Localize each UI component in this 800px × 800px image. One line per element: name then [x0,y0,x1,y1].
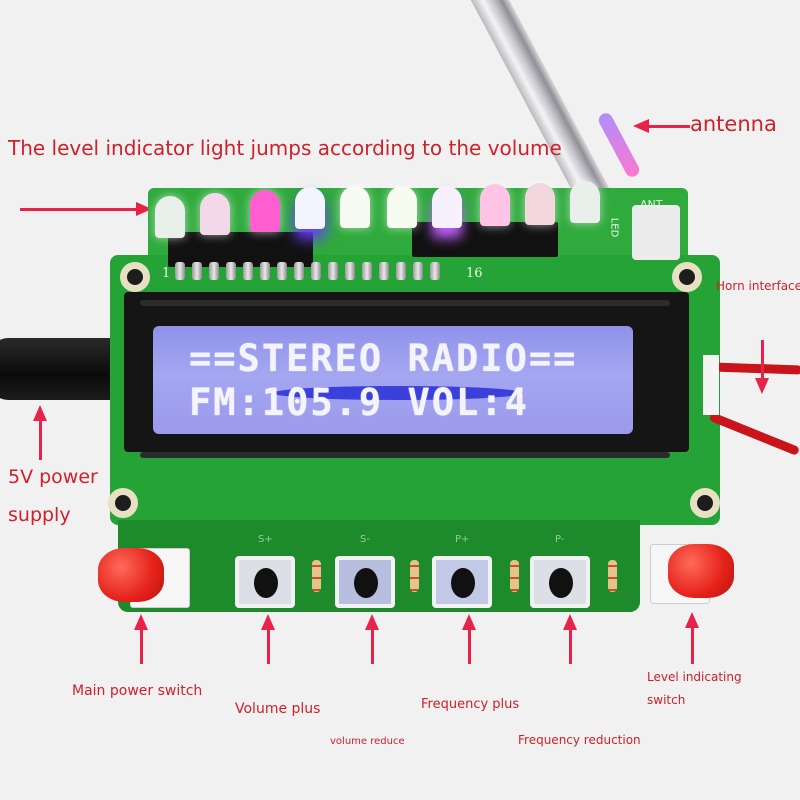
resistor [410,560,419,592]
level-led-6 [387,186,417,228]
level-led-10 [570,181,600,223]
silk-s-minus: S- [360,534,370,545]
level-led-1 [155,196,185,238]
arrow-frequency-plus [468,628,471,664]
arrow-power-supply [39,420,42,460]
button-knob [451,568,475,598]
level-led-3 [250,190,280,232]
arrow-head-icon [563,614,577,630]
arrow-volume-plus [267,628,270,664]
callout-level-switch-line2: switch [647,693,686,707]
silk-p-plus: P+ [455,534,470,545]
speaker-wire [708,412,800,456]
silk-ant: ANT [640,198,663,211]
antenna-pad [632,205,680,260]
callout-main-power-switch: Main power switch [72,683,203,699]
callout-frequency-plus: Frequency plus [421,697,520,712]
callout-antenna: antenna [690,112,777,136]
button-knob [354,568,378,598]
callout-level-switch-line1: Level indicating [647,670,742,684]
level-led-9 [525,183,555,225]
arrow-head-icon [633,119,649,133]
mount-hole [672,262,702,292]
silk-p-minus: P- [555,534,565,545]
volume-reduce-button[interactable] [335,556,395,608]
lcd-rail-bottom [140,452,670,458]
silk-pin-16: 16 [466,266,483,281]
level-led-5 [340,186,370,228]
volume-plus-button[interactable] [235,556,295,608]
lcd-screen: ==STEREO RADIO== FM:105.9 VOL:4 [153,326,633,434]
lcd-line-1: ==STEREO RADIO== [189,337,578,380]
dc-power-plug [0,338,122,400]
mount-hole [690,488,720,518]
arrow-level-indicator [20,208,138,211]
silk-s-plus: S+ [258,534,273,545]
arrow-horn-interface [761,340,764,380]
level-led-4 [295,187,325,229]
silk-led: LED [608,217,620,238]
button-knob [549,568,573,598]
lcd-header-pins [175,262,440,280]
lcd-line-2: FM:105.9 VOL:4 [189,381,529,424]
arrow-head-icon [462,614,476,630]
arrow-volume-reduce [371,628,374,664]
callout-volume-plus: Volume plus [235,701,321,717]
arrow-antenna [648,125,690,128]
arrow-head-icon [365,614,379,630]
arrow-main-power [140,628,143,664]
resistor [608,560,617,592]
speaker-wire [711,362,800,375]
callout-volume-reduce: volume reduce [330,736,405,747]
button-knob [254,568,278,598]
lcd-rail-top [140,300,670,306]
level-led-2 [200,193,230,235]
level-led-7 [432,186,462,228]
arrow-level-switch [691,626,694,664]
arrow-frequency-reduction [569,628,572,664]
callout-power-line2: supply [8,504,71,526]
arrow-head-icon [261,614,275,630]
amplifier-chip-left [168,232,313,267]
arrow-head-icon [33,405,47,421]
mount-hole [108,488,138,518]
callout-horn-interface: Horn interface [716,279,800,293]
main-power-switch[interactable] [98,548,164,602]
level-indicating-switch[interactable] [668,544,734,598]
frequency-reduction-button[interactable] [530,556,590,608]
arrow-head-icon [685,612,699,628]
frequency-plus-button[interactable] [432,556,492,608]
callout-frequency-reduction: Frequency reduction [518,733,641,747]
header-title: The level indicator light jumps accordin… [8,136,562,160]
resistor [312,560,321,592]
arrow-head-icon [755,378,769,394]
speaker-connector [703,355,719,415]
lcd-glare [273,386,523,400]
callout-power-line1: 5V power [8,466,98,488]
resistor [510,560,519,592]
level-led-8 [480,184,510,226]
arrow-head-icon [134,614,148,630]
mount-hole [120,262,150,292]
silk-pin-1: 1 [162,266,171,281]
